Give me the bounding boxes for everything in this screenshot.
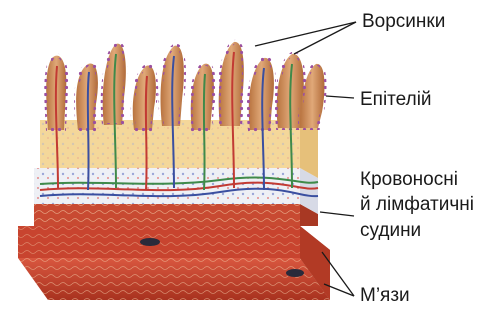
villi-label: Ворсинки [362,11,445,33]
vessels-label-line2: й лімфатичні [360,194,474,216]
vessels-label-line1: Кровоносні [360,169,458,191]
circular-muscle-layer [34,204,318,226]
muscles-label: М’язи [360,285,410,307]
vessels-label-line3: судини [360,220,421,242]
muscle-layer [18,226,330,300]
epithelium-label: Епітелій [360,89,432,111]
